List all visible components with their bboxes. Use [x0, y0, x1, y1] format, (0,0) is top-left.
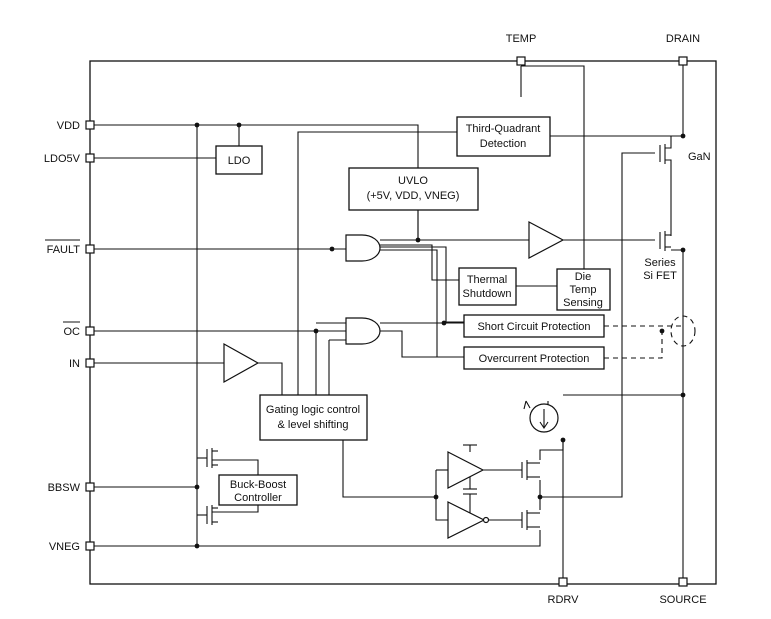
svg-text:Buck-Boost: Buck-Boost: [230, 479, 286, 491]
driver-output-high-transistor: [521, 460, 540, 480]
svg-text:Controller: Controller: [234, 492, 282, 504]
ldo-block: LDO: [215, 145, 263, 175]
svg-text:Sensing: Sensing: [563, 297, 603, 309]
buck-boost-controller-block: Buck-Boost Controller: [218, 474, 298, 506]
svg-text:VNEG: VNEG: [49, 541, 80, 553]
svg-text:(+5V, VDD, VNEG): (+5V, VDD, VNEG): [367, 190, 460, 202]
svg-text:Detection: Detection: [480, 138, 526, 150]
pin-vneg: VNEG: [49, 541, 95, 553]
buck-boost-high-transistor: [206, 448, 218, 468]
driver-inverter-low: [447, 501, 490, 539]
driver-buffer-high: [447, 451, 485, 489]
ldo-label: LDO: [228, 155, 251, 167]
thermal-shutdown-block: Thermal Shutdown: [458, 267, 517, 306]
uvlo-block: UVLO (+5V, VDD, VNEG): [348, 167, 479, 211]
buck-boost-low-transistor: [206, 505, 218, 525]
die-temp-sensing-block: Die Temp Sensing: [556, 268, 611, 311]
svg-text:Thermal: Thermal: [467, 274, 507, 286]
svg-text:UVLO: UVLO: [398, 175, 428, 187]
pin-oc: OC: [63, 321, 95, 338]
input-buffer: [223, 342, 260, 384]
gating-logic-block: Gating logic control & level shifting: [259, 394, 368, 441]
svg-text:SOURCE: SOURCE: [659, 594, 706, 606]
comparator-buffer: [528, 221, 565, 259]
svg-text:Shutdown: Shutdown: [463, 288, 512, 300]
svg-text:BBSW: BBSW: [48, 482, 81, 494]
svg-text:FAULT: FAULT: [47, 244, 81, 256]
pin-fault: FAULT: [45, 239, 95, 256]
pin-rdrv: RDRV: [548, 577, 580, 606]
overcurrent-protection-block: Overcurrent Protection: [463, 346, 605, 370]
svg-text:Die: Die: [575, 271, 592, 283]
svg-text:& level shifting: & level shifting: [278, 419, 349, 431]
svg-text:IN: IN: [69, 358, 80, 370]
svg-text:Overcurrent Protection: Overcurrent Protection: [479, 353, 590, 365]
and-gate-fault: [345, 234, 381, 262]
pin-in: IN: [69, 358, 95, 370]
svg-text:VDD: VDD: [57, 120, 80, 132]
svg-text:Gating logic control: Gating logic control: [266, 404, 360, 416]
pin-temp: TEMP: [506, 33, 537, 66]
svg-text:DRAIN: DRAIN: [666, 33, 700, 45]
svg-text:LDO5V: LDO5V: [44, 153, 81, 165]
pin-ldo5v: LDO5V: [44, 153, 95, 165]
gan-label: GaN: [688, 151, 711, 163]
series-si-fet: [659, 231, 671, 251]
svg-text:Temp: Temp: [570, 284, 597, 296]
pin-bbsw: BBSW: [48, 482, 95, 494]
gan-transistor: [659, 136, 672, 166]
series-fet-label-1: Series: [644, 257, 676, 269]
current-source: [523, 400, 559, 433]
svg-text:TEMP: TEMP: [506, 33, 537, 45]
svg-text:Third-Quadrant: Third-Quadrant: [466, 123, 541, 135]
svg-text:Short Circuit Protection: Short Circuit Protection: [477, 321, 590, 333]
short-circuit-protection-block: Short Circuit Protection: [463, 314, 605, 338]
pin-drain: DRAIN: [666, 33, 700, 66]
pin-source: SOURCE: [659, 577, 707, 606]
pin-vdd: VDD: [57, 120, 95, 132]
driver-output-low-transistor: [521, 510, 540, 530]
current-sense-lines: [604, 315, 696, 359]
series-fet-label-2: Si FET: [643, 270, 677, 282]
svg-text:RDRV: RDRV: [548, 594, 580, 606]
and-gate-oc: [345, 317, 381, 345]
third-quadrant-detection-block: Third-Quadrant Detection: [456, 116, 551, 157]
svg-text:OC: OC: [64, 326, 81, 338]
